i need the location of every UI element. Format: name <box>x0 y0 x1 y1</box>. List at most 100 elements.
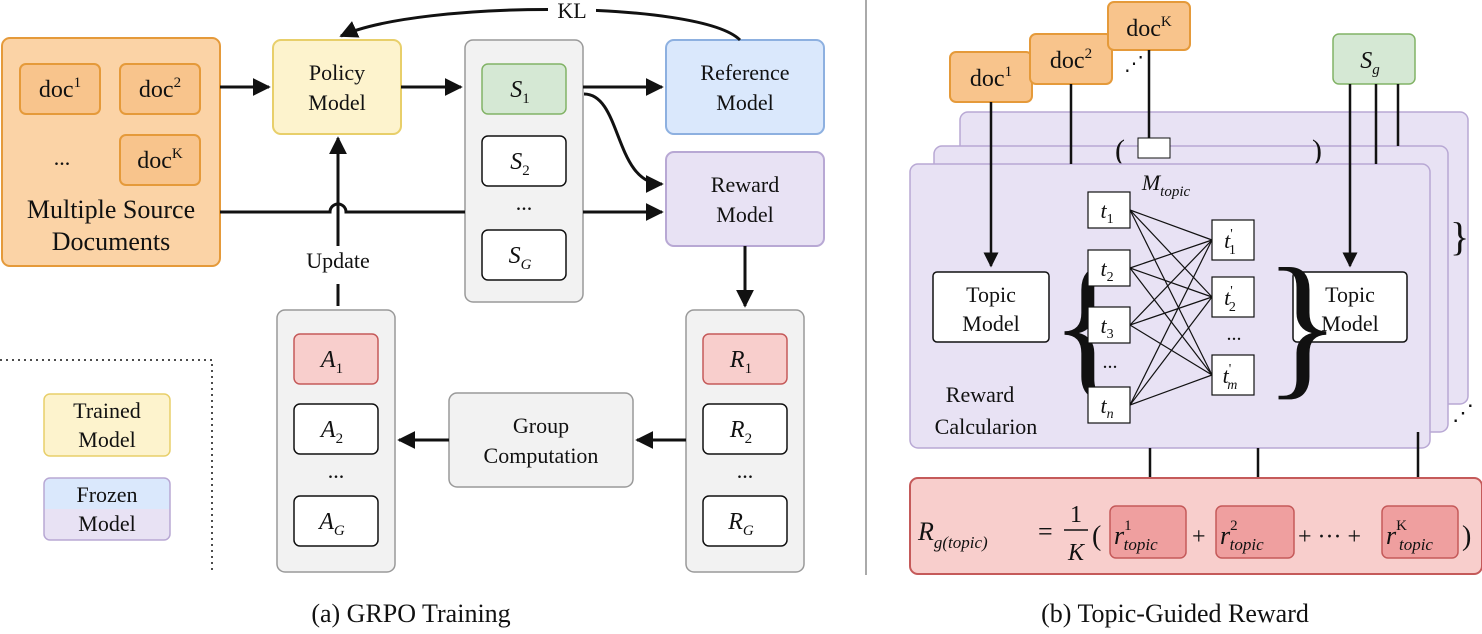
source-documents-box: doc1 doc2 ... docK Multiple Source Docum… <box>1 37 221 267</box>
topic-tm-prime: t'm <box>1211 354 1255 396</box>
svg-text:S1: S1 <box>510 77 530 107</box>
matrix-brace-right: } <box>1264 235 1341 413</box>
back-brace-left: ( <box>1115 134 1125 167</box>
svg-text:docK: docK <box>1126 14 1172 42</box>
samples-column: S1 S2 ... SG <box>464 39 584 303</box>
b-sample-sg: Sg <box>1332 33 1416 85</box>
topic-model-right: Topic Model <box>1292 271 1408 343</box>
update-label: Update <box>306 248 370 273</box>
arrow-s1-to-reward <box>583 92 664 193</box>
advantage-a2: A2 <box>293 403 379 455</box>
panel-b: ( ) } ⋰ doc1 doc2 ⋰ docK Sg <box>909 1 1482 628</box>
svg-text:A1: A1 <box>319 347 343 377</box>
svg-text:Policy: Policy <box>309 60 365 85</box>
source-doc-2: doc2 <box>119 63 201 115</box>
arrow-kl <box>339 7 742 42</box>
svg-text:RG: RG <box>727 509 754 539</box>
svg-text:doc1: doc1 <box>39 75 81 103</box>
topic-t2-prime: t'2 <box>1211 276 1255 318</box>
svg-text:t3: t3 <box>1100 313 1113 342</box>
formula-lhs: Rg(topic) <box>917 517 988 552</box>
source-doc-1: doc1 <box>19 63 101 115</box>
arrow-docs-line <box>220 202 465 214</box>
svg-text:t'2: t'2 <box>1224 284 1236 315</box>
legend: Trained Model Frozen Model <box>0 359 213 570</box>
bipartite-edges <box>1129 209 1213 406</box>
formula-eq: = <box>1038 517 1053 546</box>
advantages-column: A1 A2 ... AG <box>276 309 396 573</box>
formula-dots: + ··· + <box>1298 524 1361 550</box>
stack-ellipsis: ⋰ <box>1452 400 1474 425</box>
back-brace-right2: } <box>1450 214 1469 259</box>
caption-a: (a) GRPO Training <box>311 599 510 628</box>
sample-s1: S1 <box>481 63 567 115</box>
svg-text:tn: tn <box>1100 393 1113 422</box>
b-docs-ellipsis: ⋰ <box>1124 53 1144 75</box>
samples-ellipsis: ... <box>516 190 533 215</box>
topic-t1: t1 <box>1087 191 1131 229</box>
reward-r1: R1 <box>702 333 788 385</box>
svg-text:Model: Model <box>716 90 773 115</box>
svg-text:Reward: Reward <box>711 172 779 197</box>
source-title-line1: Multiple Source <box>27 195 195 224</box>
back-brace-right: ) <box>1312 134 1322 167</box>
svg-text:t2: t2 <box>1100 256 1113 285</box>
b-doc-1: doc1 <box>949 51 1033 103</box>
kl-label: KL <box>557 0 586 23</box>
advantage-ag: AG <box>293 495 379 547</box>
svg-text:Trained: Trained <box>73 398 141 423</box>
source-doc-k: docK <box>119 134 201 186</box>
svg-text:R2: R2 <box>729 417 752 447</box>
svg-text:t1: t1 <box>1100 198 1113 227</box>
svg-text:Frozen: Frozen <box>76 482 137 507</box>
legend-trained: Trained Model <box>43 393 171 457</box>
svg-text:t'1: t'1 <box>1224 227 1236 258</box>
formula-plus: + <box>1192 524 1206 550</box>
caption-b: (b) Topic-Guided Reward <box>1041 599 1309 628</box>
panel-b-input-lines <box>983 50 1400 268</box>
formula-frac-num: 1 <box>1070 502 1082 528</box>
source-title-line2: Documents <box>52 227 170 256</box>
topic-t2: t2 <box>1087 249 1131 287</box>
reward-r2: R2 <box>702 403 788 455</box>
formula-open-paren: ( <box>1092 521 1101 552</box>
svg-text:R1: R1 <box>729 347 752 377</box>
topic-model-left: Topic Model <box>932 271 1050 343</box>
policy-model-box: Policy Model <box>272 39 402 135</box>
svg-text:Reference: Reference <box>700 60 789 85</box>
svg-text:Model: Model <box>962 311 1019 336</box>
advantage-a1: A1 <box>293 333 379 385</box>
svg-text:Computation: Computation <box>484 443 599 468</box>
svg-text:SG: SG <box>509 243 532 273</box>
svg-text:AG: AG <box>317 509 345 539</box>
topics-right-ellipsis: ... <box>1227 323 1242 345</box>
svg-text:docK: docK <box>137 146 183 174</box>
reward-model-box: Reward Model <box>665 151 825 247</box>
b-doc-k: docK <box>1107 1 1191 51</box>
sample-s2: S2 <box>481 135 567 187</box>
group-computation-box: Group Computation <box>448 392 634 488</box>
b-doc-2: doc2 <box>1029 33 1113 85</box>
panel-a: doc1 doc2 ... docK Multiple Source Docum… <box>0 0 825 628</box>
topic-tn: tn <box>1087 386 1131 424</box>
m-topic-label: Mtopic <box>1141 170 1191 200</box>
svg-text:doc2: doc2 <box>139 75 181 103</box>
topics-left-ellipsis: ... <box>1103 351 1118 373</box>
svg-text:Model: Model <box>308 90 365 115</box>
svg-text:t'm: t'm <box>1223 362 1238 393</box>
svg-text:Group: Group <box>513 413 569 438</box>
svg-text:Model: Model <box>716 202 773 227</box>
reward-calc-line2: Calcularion <box>935 414 1038 439</box>
reward-rg: RG <box>702 495 788 547</box>
svg-text:Model: Model <box>78 511 135 536</box>
advantages-ellipsis: ... <box>328 458 345 483</box>
svg-text:S2: S2 <box>510 149 530 179</box>
svg-text:doc2: doc2 <box>1050 46 1092 74</box>
